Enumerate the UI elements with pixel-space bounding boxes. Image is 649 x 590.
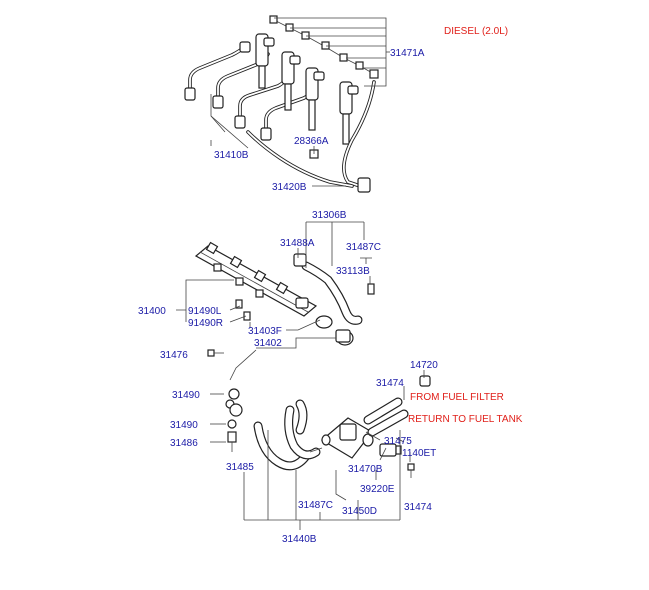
label-31450D: 31450D xyxy=(342,506,377,517)
label-31490-b: 31490 xyxy=(170,420,198,431)
label-31474-top: 31474 xyxy=(376,378,404,389)
label-31487C-top: 31487C xyxy=(346,242,381,253)
label-31474-bottom: 31474 xyxy=(404,502,432,513)
label-31487C-bottom: 31487C xyxy=(298,500,333,511)
label-1140ET: 1140ET xyxy=(402,448,436,459)
label-31403F: 31403F xyxy=(248,326,282,337)
note-from-fuel-filter: FROM FUEL FILTER xyxy=(410,392,504,403)
pipe-fittings xyxy=(184,41,272,141)
label-28366A: 28366A xyxy=(294,136,329,147)
label-31400: 31400 xyxy=(138,306,166,317)
label-31490-a: 31490 xyxy=(172,390,200,401)
label-31476: 31476 xyxy=(160,350,188,361)
label-31402: 31402 xyxy=(254,338,282,349)
leaders-middle xyxy=(176,221,372,381)
label-91490L: 91490L xyxy=(188,306,222,317)
leaders-bottom xyxy=(210,370,425,530)
label-31475: 31475 xyxy=(384,436,412,447)
label-14720: 14720 xyxy=(410,360,438,371)
label-31488A: 31488A xyxy=(280,238,315,249)
label-31486: 31486 xyxy=(170,438,198,449)
bolt-1140ET xyxy=(407,463,415,478)
labels: DIESEL (2.0L) 31471A 28366A 31410B 31420… xyxy=(138,26,523,545)
label-91490R: 91490R xyxy=(188,318,223,329)
injectors xyxy=(255,33,359,145)
return-line xyxy=(246,15,379,193)
cap-14720 xyxy=(419,375,431,387)
feed-hoses xyxy=(253,399,321,471)
label-31410B: 31410B xyxy=(214,150,249,161)
banjo-fittings xyxy=(225,388,243,452)
note-return-to-fuel-tank: RETURN TO FUEL TANK xyxy=(408,414,523,425)
label-31470B: 31470B xyxy=(348,464,383,475)
common-rail xyxy=(194,241,354,346)
label-31420B: 31420B xyxy=(272,182,307,193)
label-31471A: 31471A xyxy=(390,48,425,59)
tubes-31474 xyxy=(363,397,409,437)
bolt-31476 xyxy=(207,349,224,357)
label-31440B: 31440B xyxy=(282,534,317,545)
diagram-title: DIESEL (2.0L) xyxy=(444,26,508,37)
rail-return-hose xyxy=(293,253,375,325)
label-31306B: 31306B xyxy=(312,210,347,221)
label-39220E: 39220E xyxy=(360,484,395,495)
leaders-top xyxy=(210,17,390,187)
label-33113B: 33113B xyxy=(336,266,370,277)
label-31485: 31485 xyxy=(226,462,254,473)
